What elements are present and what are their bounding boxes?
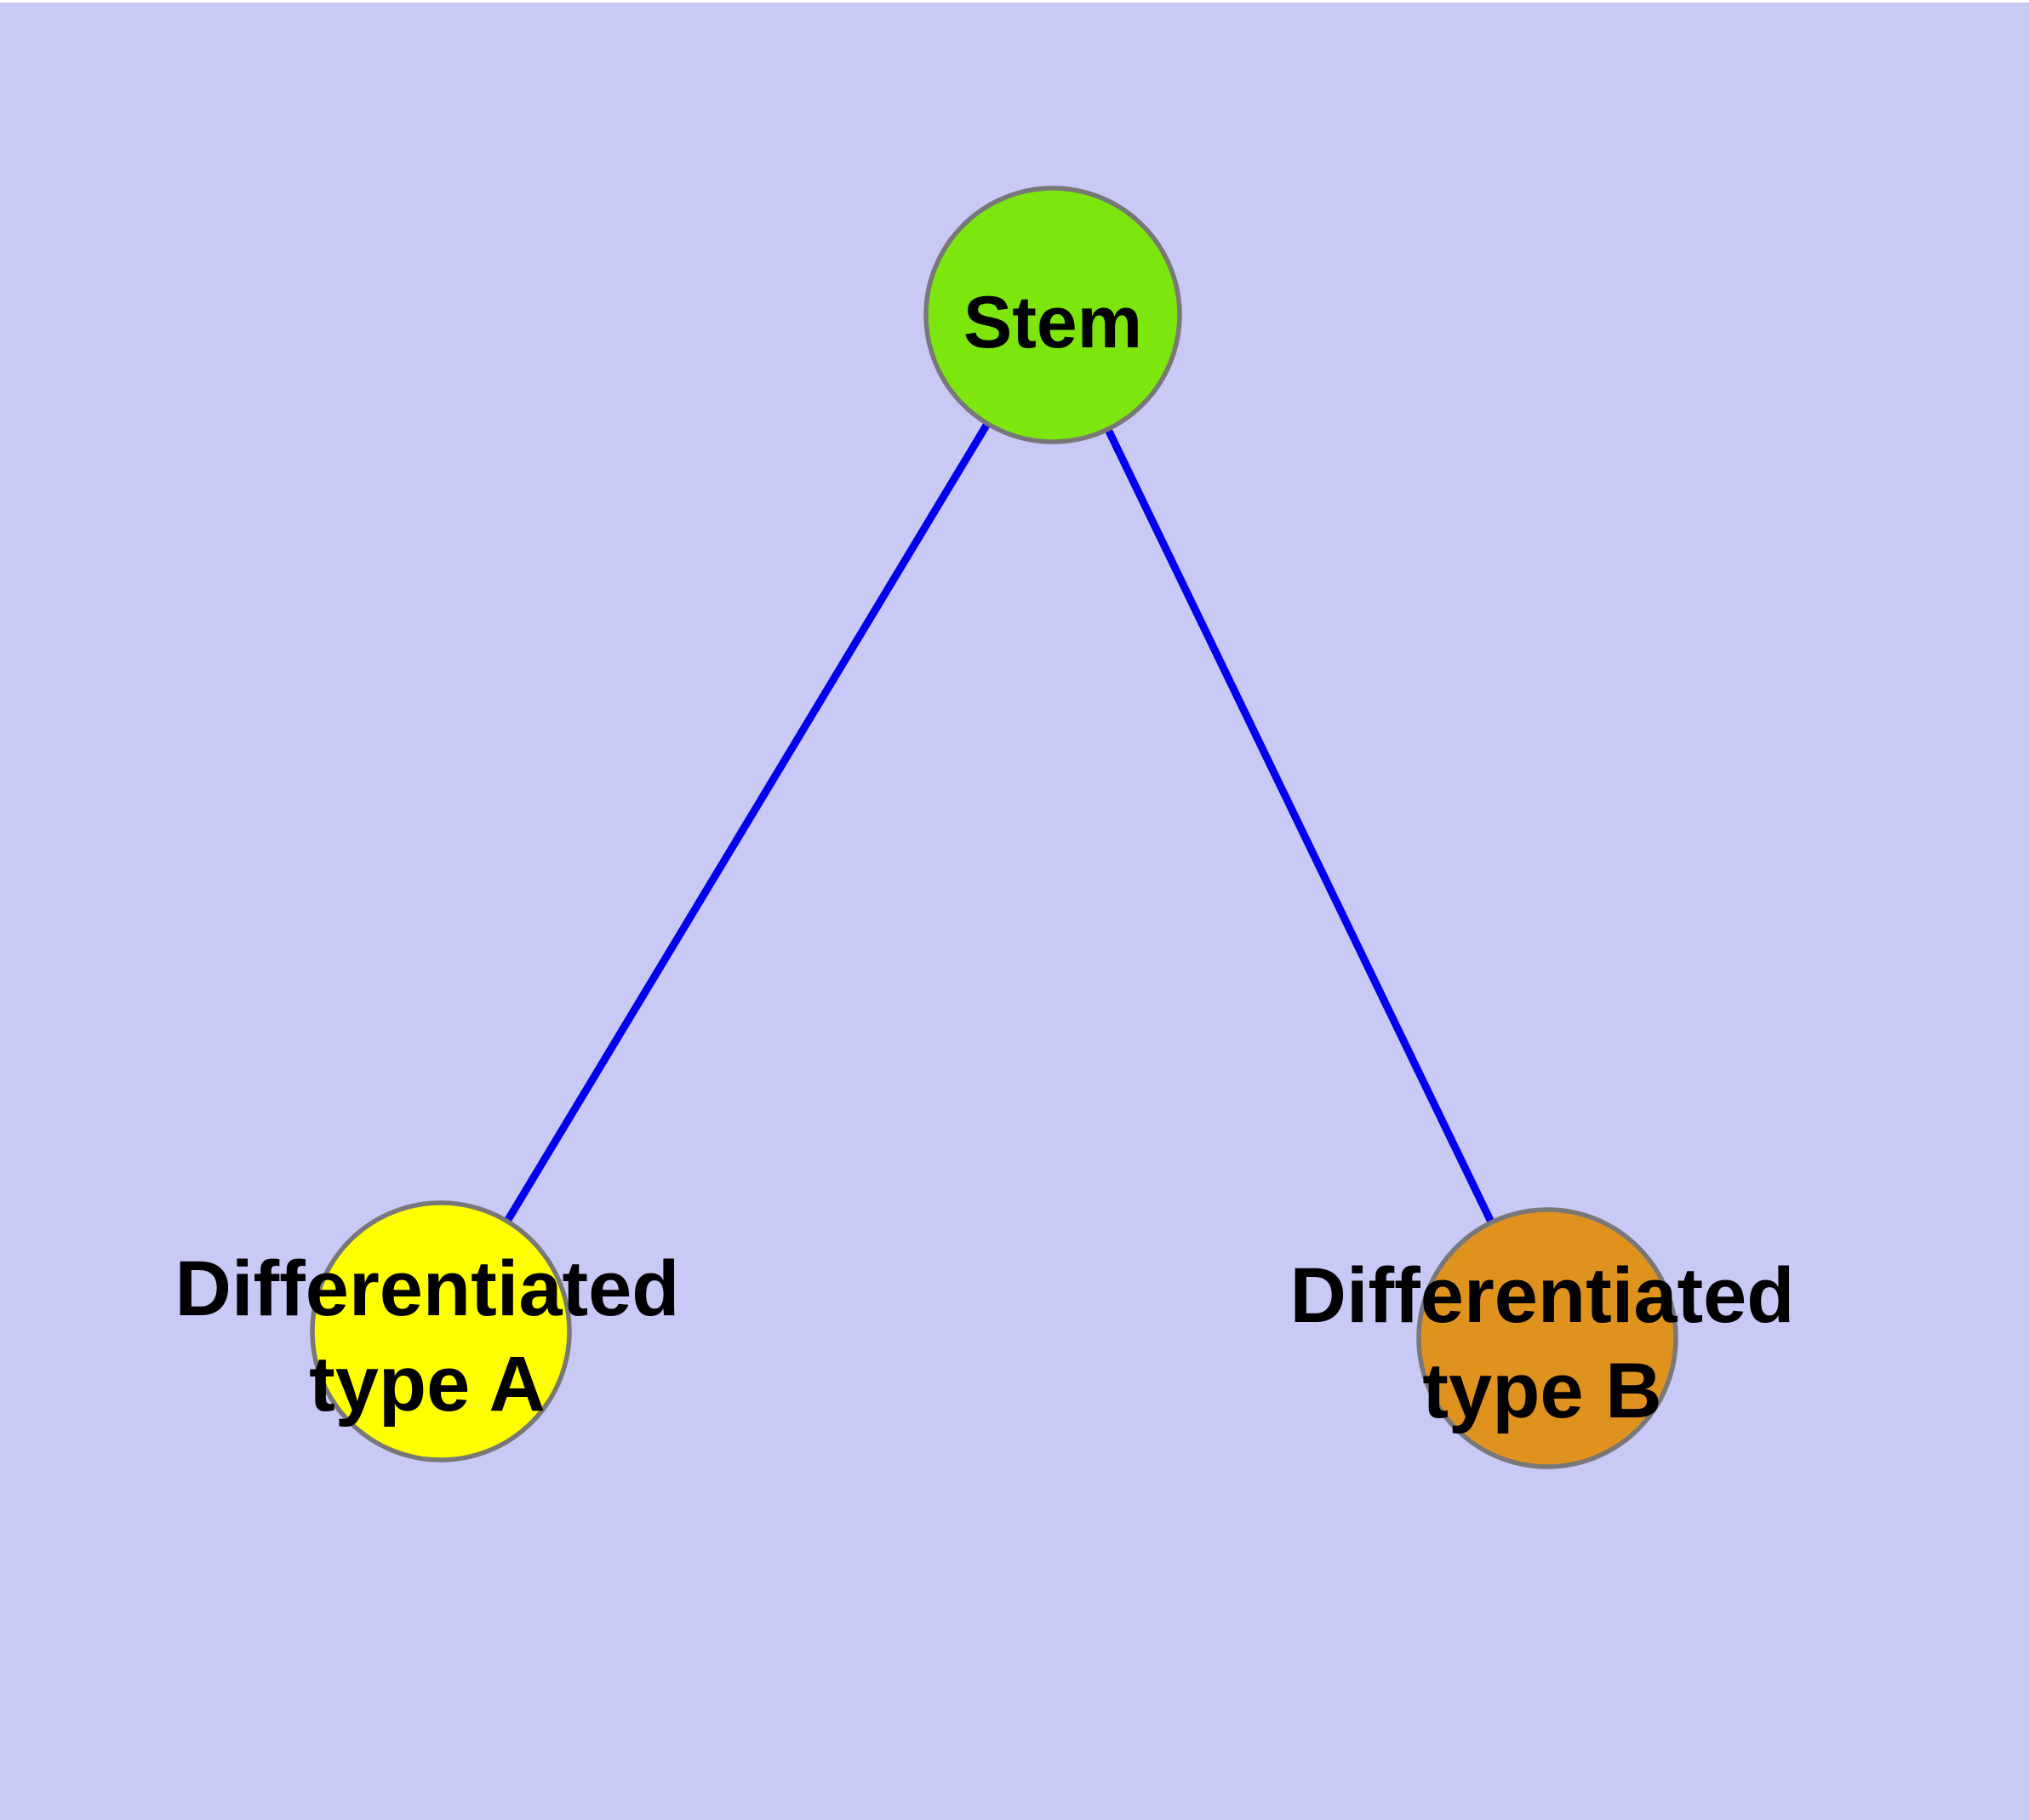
- node-type-b-label-line1: Differentiated: [1290, 1252, 1795, 1339]
- top-margin-strip: [0, 0, 2029, 3]
- node-type-b-label-line2: type B: [1422, 1348, 1661, 1434]
- edge-stem-to-type-a: [437, 312, 1056, 1334]
- node-differentiated-type-b: [1416, 1207, 1678, 1469]
- edge-stem-to-type-b: [1049, 313, 1552, 1340]
- node-stem-label: Stem: [963, 282, 1142, 363]
- node-differentiated-type-a: [310, 1200, 572, 1462]
- node-type-a-label-line2: type A: [309, 1341, 546, 1428]
- node-type-a-label-line1: Differentiated: [175, 1245, 680, 1332]
- node-stem: [923, 186, 1182, 444]
